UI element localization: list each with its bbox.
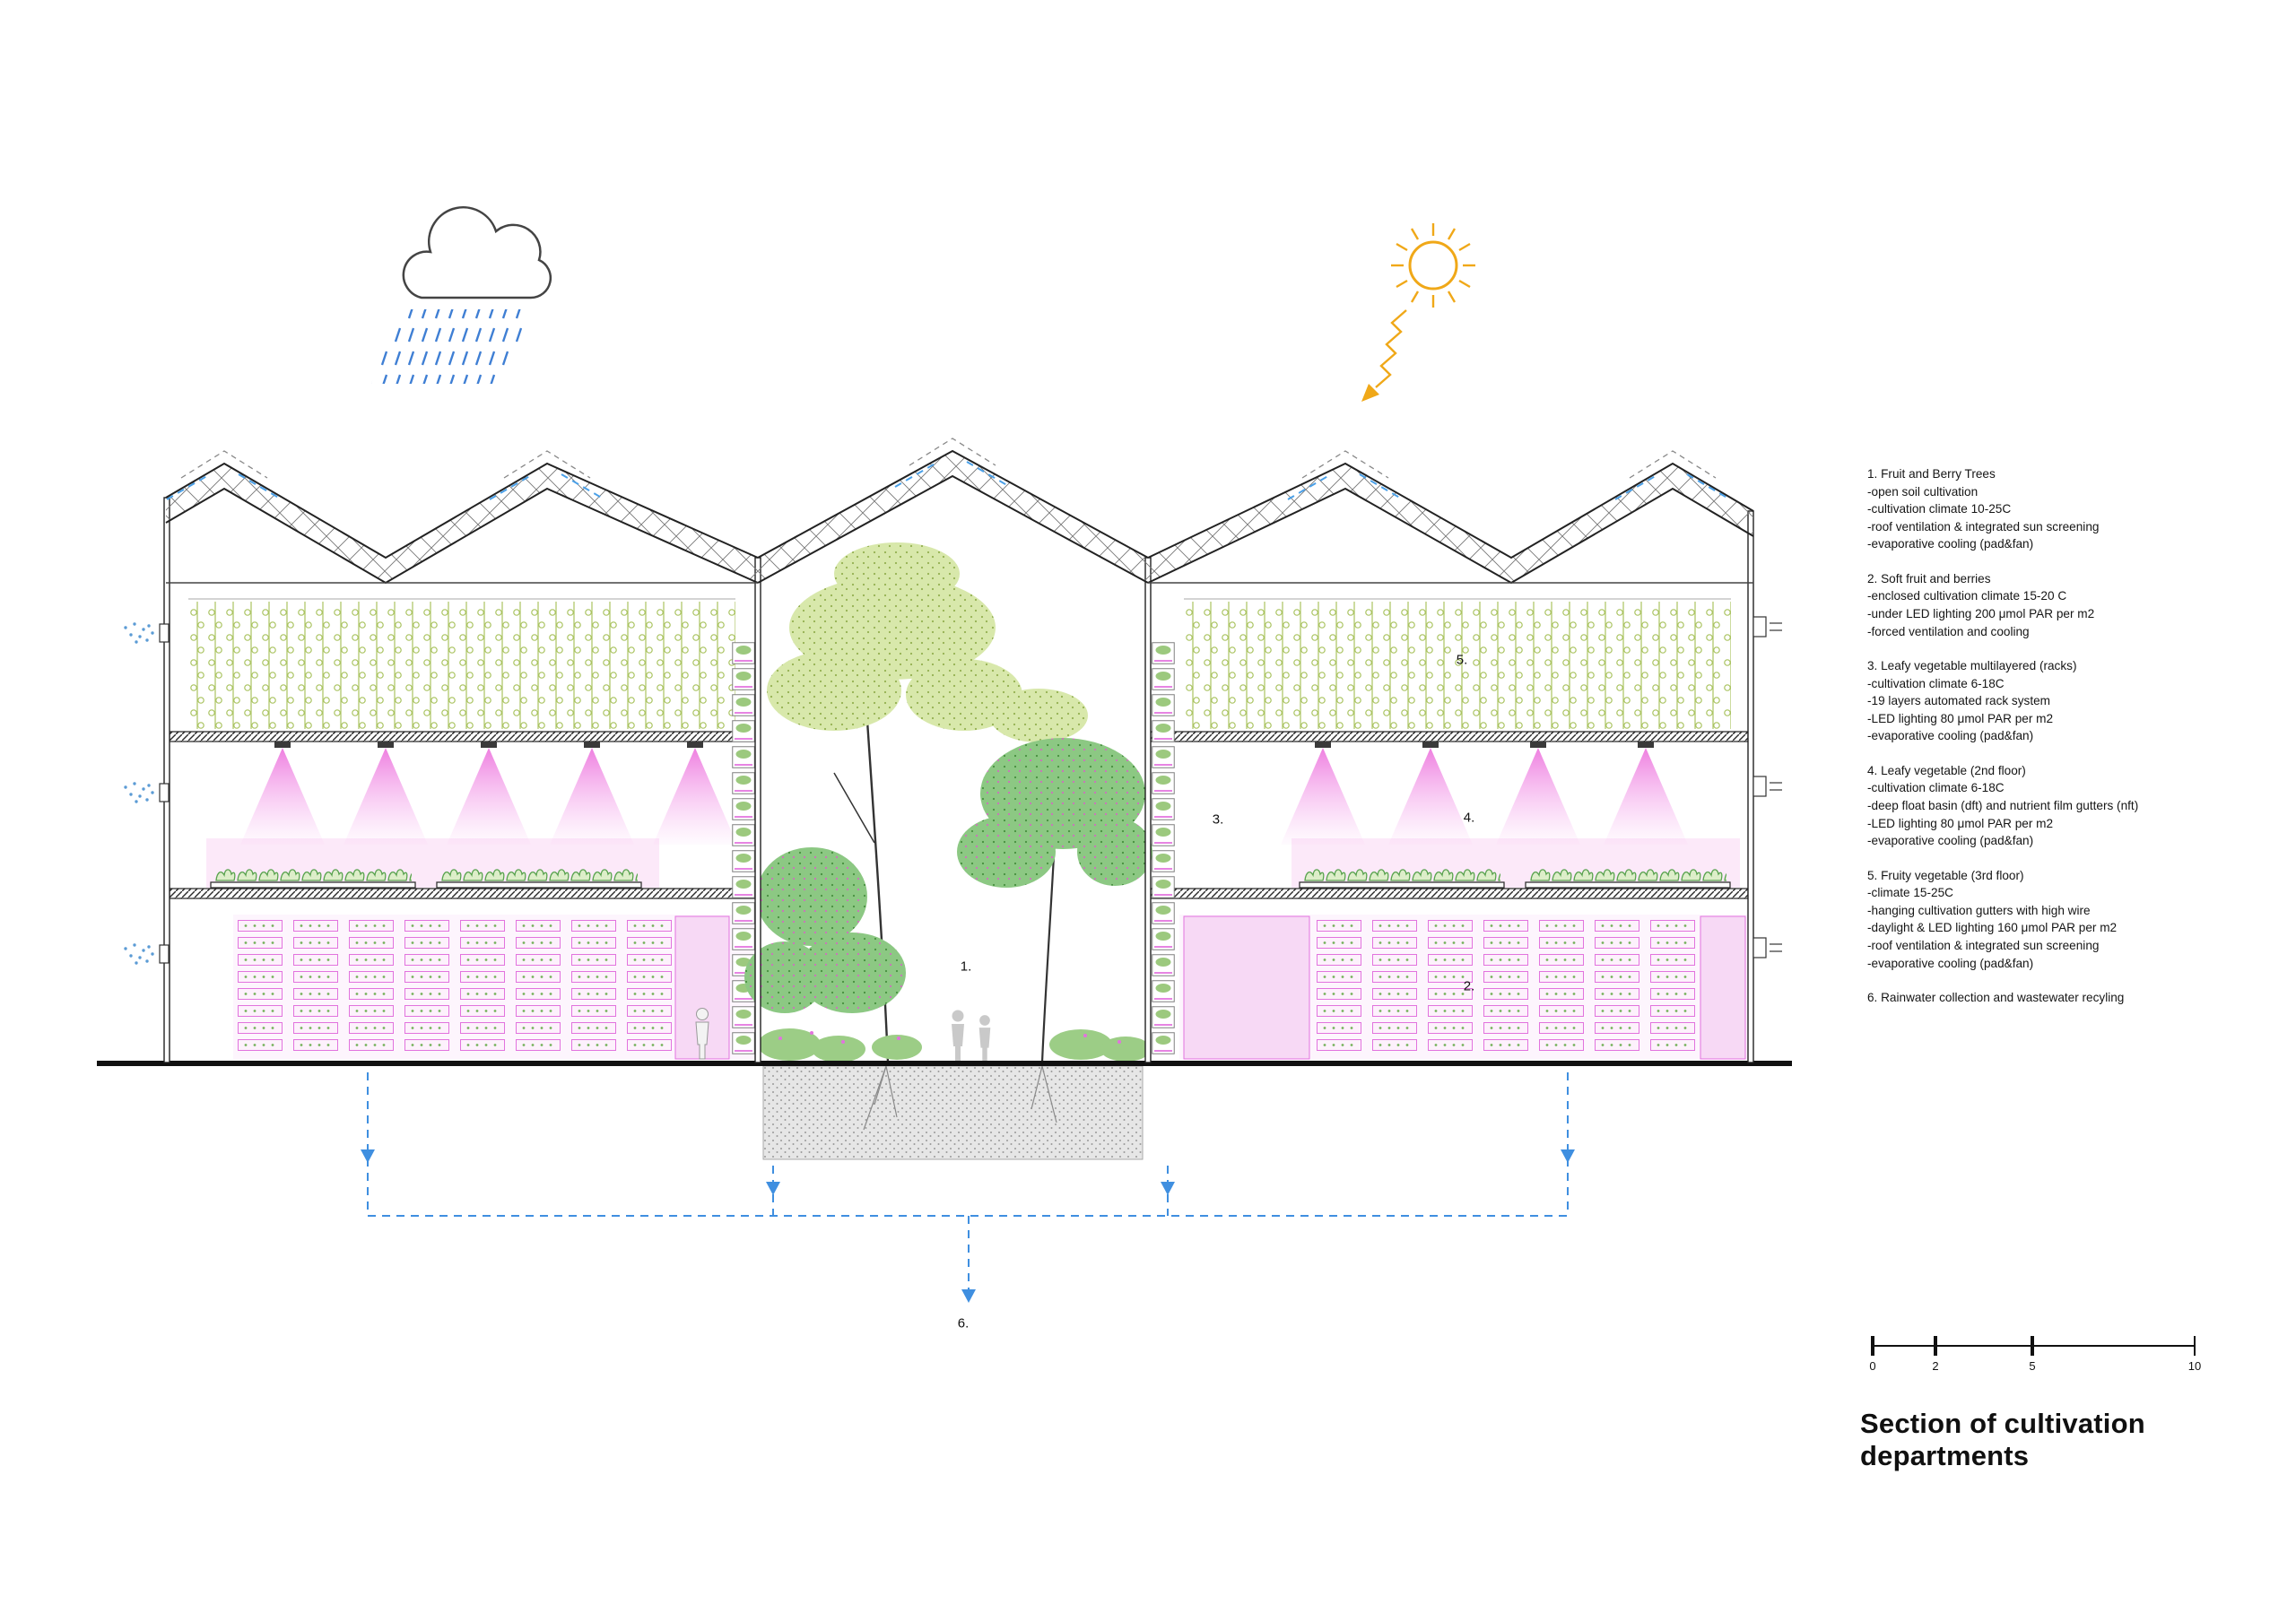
scale-tick-2 <box>1934 1336 1937 1356</box>
scale-tick-10 <box>2194 1336 2196 1356</box>
label-leafy-2nd: 4. <box>1463 810 1475 826</box>
legend-item-fruity-3rd: 5. Fruity vegetable (3rd floor) -climate… <box>1867 868 2118 970</box>
cultivation-trays-second-floor <box>210 859 1731 889</box>
tree-canopy-green <box>744 738 1152 1013</box>
tree-roots <box>863 1065 1057 1131</box>
scale-tick-5 <box>2031 1336 2034 1356</box>
scale-tick-0 <box>1871 1336 1874 1356</box>
wall-center-right <box>1144 557 1152 1063</box>
label-fruity-3rd: 5. <box>1456 652 1468 668</box>
rain-icon <box>371 309 531 384</box>
person-figure <box>952 1010 964 1061</box>
drawing-title: Section of cultivation departments <box>1860 1408 2145 1471</box>
open-soil-bed <box>762 1065 1144 1160</box>
ground-line <box>97 1061 1792 1066</box>
roof-trusses <box>165 438 1754 585</box>
scale-number: 5 <box>2029 1359 2036 1373</box>
wall-center-left <box>754 557 761 1063</box>
tree-canopy-light <box>767 542 1088 742</box>
scale-number: 2 <box>1932 1359 1939 1373</box>
pink-room-right <box>1183 915 1310 1060</box>
sun-icon <box>1361 223 1475 402</box>
vine-crops-third-floor <box>188 596 1731 733</box>
pink-room-far-right <box>1700 915 1746 1060</box>
sunlight-arrowhead <box>1361 384 1379 402</box>
roof-vent-open-markers <box>180 438 1717 479</box>
label-rainwater: 6. <box>957 1315 970 1331</box>
label-racks: 3. <box>1212 811 1224 828</box>
multilayer-racks-ground-floor <box>233 915 1749 1060</box>
label-fruit-trees: 1. <box>960 958 972 975</box>
fruit-trees <box>744 542 1152 1063</box>
scale-number: 0 <box>1869 1359 1876 1373</box>
label-soft-fruit: 2. <box>1463 978 1475 994</box>
rainwater-collection-arrows <box>361 1072 1575 1303</box>
legend-item-leafy-2nd: 4. Leafy vegetable (2nd floor) -cultivat… <box>1867 763 2139 848</box>
legend-item-racks: 3. Leafy vegetable multilayered (racks) … <box>1867 659 2077 743</box>
sunlight-arrow <box>1375 309 1407 388</box>
legend-item-rainwater: 6. Rainwater collection and wastewater r… <box>1867 991 2125 1005</box>
roof-ventilation-dashes <box>166 461 1731 500</box>
scale-number: 10 <box>2187 1359 2202 1373</box>
rain-cloud-icon <box>371 206 552 384</box>
exhaust-fans <box>1752 616 1782 958</box>
person-figure <box>978 1015 991 1061</box>
legend-panel: 1. Fruit and Berry Trees -open soil cult… <box>1867 465 2244 1024</box>
understory-bushes <box>758 1028 1151 1063</box>
legend-item-soft-fruit: 2. Soft fruit and berries -enclosed cult… <box>1867 571 2095 638</box>
legend-item-fruit-trees: 1. Fruit and Berry Trees -open soil cult… <box>1867 467 2100 551</box>
scale-bar: 0 2 5 10 <box>1869 1336 2212 1379</box>
wall-right <box>1747 510 1754 1063</box>
evaporative-cooling-sprays <box>124 616 1782 965</box>
